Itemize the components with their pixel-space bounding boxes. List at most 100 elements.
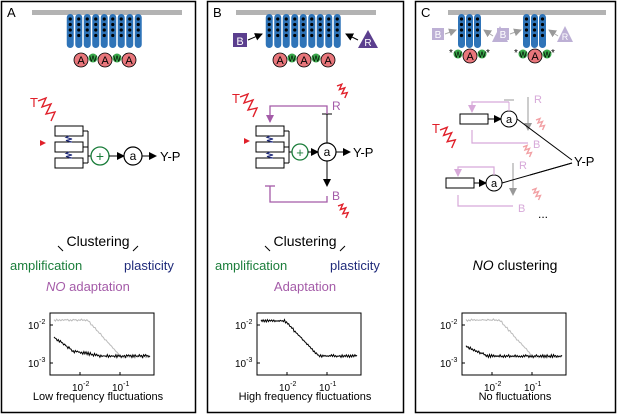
methyl-site-dot xyxy=(77,28,80,31)
methyl-site-dot xyxy=(468,17,471,20)
no-word: NO xyxy=(46,279,66,294)
methyl-site-dot xyxy=(86,23,89,26)
methyl-site-dot xyxy=(541,17,544,20)
panel-c-letter: C xyxy=(421,5,430,20)
kinase-label: a xyxy=(506,114,513,126)
ellipsis: ... xyxy=(538,207,548,221)
methyl-site-dot xyxy=(460,34,463,37)
y-tick-exp: -2 xyxy=(246,319,252,326)
plasticity-label: plasticity xyxy=(124,258,174,273)
methyl-site-dot xyxy=(103,34,106,37)
methyl-site-dot xyxy=(137,28,140,31)
x-tick-exp: -2 xyxy=(495,381,501,388)
methyl-site-dot xyxy=(319,23,322,26)
methyl-site-dot xyxy=(128,17,131,20)
methyl-site-dot xyxy=(336,17,339,20)
cher-triangle-label: R xyxy=(364,38,371,49)
cher-label: R xyxy=(519,160,527,172)
methyl-site-dot xyxy=(533,34,536,37)
methyl-site-dot xyxy=(327,34,330,37)
chew-label: W xyxy=(519,51,527,60)
chea-label: A xyxy=(125,55,133,67)
receptor-trimer: AWW**BR xyxy=(432,14,508,63)
methyl-site-dot xyxy=(476,34,479,37)
clustering-word: clustering xyxy=(494,257,558,273)
methyl-site-dot xyxy=(302,17,305,20)
methyl-site-dot xyxy=(268,28,271,31)
upper-module: aRB xyxy=(460,94,572,160)
wire-arrow xyxy=(445,30,456,34)
methyl-site-dot xyxy=(86,34,89,37)
cheb-box-label: B xyxy=(500,30,507,41)
panel-a-membrane xyxy=(32,10,182,15)
no-clustering-label: NO clustering xyxy=(473,257,558,273)
no-word: NO xyxy=(473,257,494,273)
chew-label: W xyxy=(89,55,97,64)
plot-frame xyxy=(462,313,566,375)
chea-label: A xyxy=(101,55,109,67)
methyl-site-dot xyxy=(137,23,140,26)
methyl-site-dot xyxy=(293,34,296,37)
spectrum-plot: 10-210-310-210-1 xyxy=(440,313,566,394)
asterisk: * xyxy=(449,48,453,59)
amplification-label: amplification xyxy=(10,258,82,273)
receptor-box xyxy=(256,142,284,152)
methyl-site-dot xyxy=(336,28,339,31)
methyl-site-dot xyxy=(285,23,288,26)
panel-b-letter: B xyxy=(213,5,222,20)
x-tick-exp: -2 xyxy=(290,381,296,388)
methyl-site-dot xyxy=(94,17,97,20)
panel-c-diagram: AWW**BRAWW**BRaRBaRBY-P...TNO clustering… xyxy=(432,14,594,403)
methyl-site-dot xyxy=(533,23,536,26)
y-tick-exp: -3 xyxy=(451,357,457,364)
receptor-box xyxy=(446,178,474,188)
methyl-site-dot xyxy=(285,34,288,37)
methyl-site-dot xyxy=(69,23,72,26)
methyl-site-dot xyxy=(69,17,72,20)
receptor-stack xyxy=(55,126,83,168)
panel-b-diagram: AWAWABRT+aY-PRBClusteringamplificationpl… xyxy=(215,14,380,403)
methyl-site-dot xyxy=(293,17,296,20)
methyl-site-dot xyxy=(533,28,536,31)
methyl-site-dot xyxy=(476,23,479,26)
chea-label: A xyxy=(300,55,308,67)
methyl-site-dot xyxy=(525,34,528,37)
chea-label: A xyxy=(77,55,85,67)
clustering-label: Clustering xyxy=(66,233,129,249)
asterisk: * xyxy=(514,48,518,59)
methyl-site-dot xyxy=(276,34,279,37)
wire-arrow xyxy=(549,30,558,36)
methyl-site-dot xyxy=(525,23,528,26)
methyl-site-dot xyxy=(276,17,279,20)
stimulus-bolt xyxy=(523,146,532,158)
chea-label: A xyxy=(466,51,474,63)
chea-label: A xyxy=(531,51,539,63)
cher-label: R xyxy=(332,99,341,113)
stimulus-label: T xyxy=(232,91,240,106)
methyl-site-dot xyxy=(533,17,536,20)
stimulus-bolt xyxy=(532,189,541,201)
kinase-label: a xyxy=(491,178,498,190)
x-tick-exp: -1 xyxy=(123,381,129,388)
x-tick-exp: -1 xyxy=(330,381,336,388)
methyl-site-dot xyxy=(111,34,114,37)
panel-c: C xyxy=(421,5,606,20)
y-tick-label: 10-3 xyxy=(235,357,252,370)
methyl-site-dot xyxy=(276,28,279,31)
y-tick-label: 10-3 xyxy=(28,357,45,370)
methylation-feedback xyxy=(270,106,327,122)
methyl-site-dot xyxy=(77,34,80,37)
sum-plus: + xyxy=(96,148,104,164)
demethylation-feedback xyxy=(270,186,327,202)
coupling-spring xyxy=(66,136,72,142)
methyl-site-dot xyxy=(128,28,131,31)
methyl-site-dot xyxy=(319,17,322,20)
methyl-site-dot xyxy=(69,34,72,37)
wire-arrow xyxy=(510,30,521,34)
methyl-site-dot xyxy=(460,23,463,26)
y-tick-exp: -2 xyxy=(39,319,45,326)
plot-frame xyxy=(50,313,154,375)
methyl-site-dot xyxy=(476,28,479,31)
stimulus-label: T xyxy=(30,95,38,110)
methylation-feedback xyxy=(458,167,494,176)
